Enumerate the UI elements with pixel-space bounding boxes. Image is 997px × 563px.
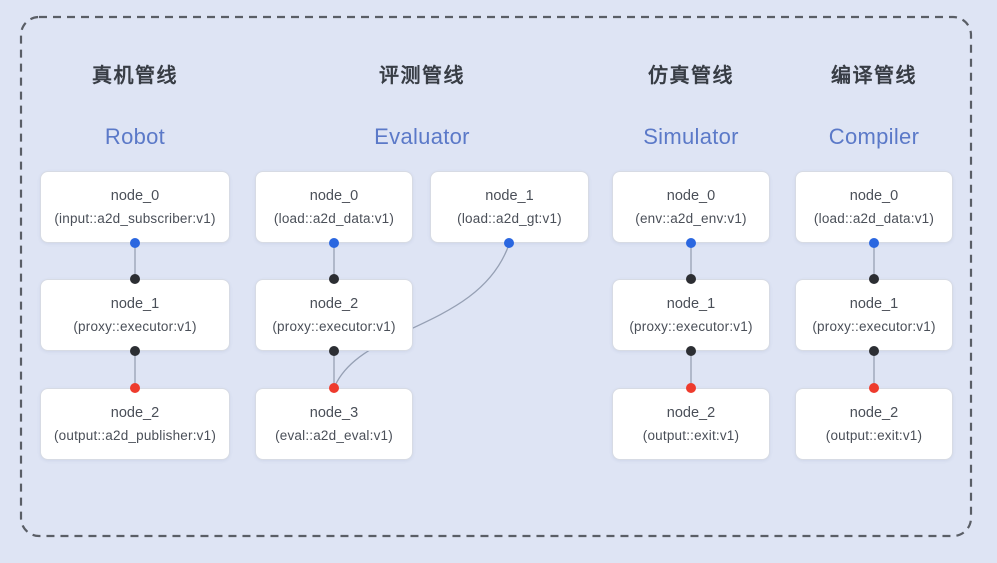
robot-node1-output-port-dot: [130, 346, 140, 356]
node-name: node_1: [849, 296, 899, 312]
evaluator-node-2: node_2 (proxy::executor:v1): [255, 279, 413, 351]
node-name: node_3: [309, 405, 359, 421]
node-type: (load::a2d_gt:v1): [457, 211, 562, 226]
simulator-node1-output-port-dot: [686, 346, 696, 356]
node-type: (load::a2d_data:v1): [813, 211, 935, 226]
node-name: node_2: [666, 405, 716, 421]
evaluator-node2-input-port-dot: [329, 274, 339, 284]
evaluator-node0-output-port-dot: [329, 238, 339, 248]
node-name: node_0: [666, 188, 716, 204]
node-type: (env::a2d_env:v1): [635, 211, 747, 226]
node-name: node_1: [666, 296, 716, 312]
evaluator-node3-input-port-dot: [329, 383, 339, 393]
robot-node-0: node_0 (input::a2d_subscriber:v1): [40, 171, 230, 243]
simulator-node0-output-port-dot: [686, 238, 696, 248]
evaluator-node-1: node_1 (load::a2d_gt:v1): [430, 171, 589, 243]
node-type: (proxy::executor:v1): [272, 319, 396, 334]
node-name: node_1: [485, 188, 534, 204]
edge-evaluator-n1-n3: [333, 242, 511, 389]
node-name: node_2: [309, 296, 359, 312]
compiler-node-1: node_1 (proxy::executor:v1): [795, 279, 953, 351]
node-type: (output::exit:v1): [642, 428, 740, 443]
simulator-title-zh: 仿真管线: [648, 65, 734, 87]
node-name: node_0: [110, 188, 160, 204]
node-name: node_2: [110, 405, 160, 421]
evaluator-node-3: node_3 (eval::a2d_eval:v1): [255, 388, 413, 460]
node-type: (output::a2d_publisher:v1): [53, 428, 217, 443]
compiler-node-2: node_2 (output::exit:v1): [795, 388, 953, 460]
compiler-node-0: node_0 (load::a2d_data:v1): [795, 171, 953, 243]
node-type: (load::a2d_data:v1): [273, 211, 395, 226]
robot-node0-output-port-dot: [130, 238, 140, 248]
simulator-title-en: Simulator: [643, 124, 739, 149]
compiler-node1-output-port-dot: [869, 346, 879, 356]
evaluator-node1-output-port-dot: [504, 238, 514, 248]
evaluator-title-en: Evaluator: [374, 124, 470, 149]
node-type: (output::exit:v1): [825, 428, 923, 443]
evaluator-node2-output-port-dot: [329, 346, 339, 356]
compiler-title-en: Compiler: [828, 124, 920, 149]
node-name: node_0: [849, 188, 899, 204]
node-name: node_2: [849, 405, 899, 421]
compiler-node2-input-port-dot: [869, 383, 879, 393]
node-name: node_0: [309, 188, 359, 204]
simulator-node1-input-port-dot: [686, 274, 696, 284]
robot-title-zh: 真机管线: [92, 65, 178, 87]
compiler-node1-input-port-dot: [869, 274, 879, 284]
robot-node1-input-port-dot: [130, 274, 140, 284]
dashed-frame: [19, 15, 973, 538]
evaluator-title-zh: 评测管线: [379, 65, 465, 87]
node-type: (input::a2d_subscriber:v1): [54, 211, 216, 226]
node-type: (proxy::executor:v1): [73, 319, 197, 334]
compiler-title-zh: 编译管线: [831, 65, 917, 87]
simulator-node-2: node_2 (output::exit:v1): [612, 388, 770, 460]
compiler-node0-output-port-dot: [869, 238, 879, 248]
robot-title-en: Robot: [104, 124, 166, 149]
robot-node-2: node_2 (output::a2d_publisher:v1): [40, 388, 230, 460]
node-type: (eval::a2d_eval:v1): [275, 428, 393, 443]
simulator-node-1: node_1 (proxy::executor:v1): [612, 279, 770, 351]
node-name: node_1: [110, 296, 160, 312]
node-type: (proxy::executor:v1): [629, 319, 753, 334]
evaluator-node-0: node_0 (load::a2d_data:v1): [255, 171, 413, 243]
simulator-node-0: node_0 (env::a2d_env:v1): [612, 171, 770, 243]
robot-node-1: node_1 (proxy::executor:v1): [40, 279, 230, 351]
node-type: (proxy::executor:v1): [812, 319, 936, 334]
simulator-node2-input-port-dot: [686, 383, 696, 393]
robot-node2-input-port-dot: [130, 383, 140, 393]
